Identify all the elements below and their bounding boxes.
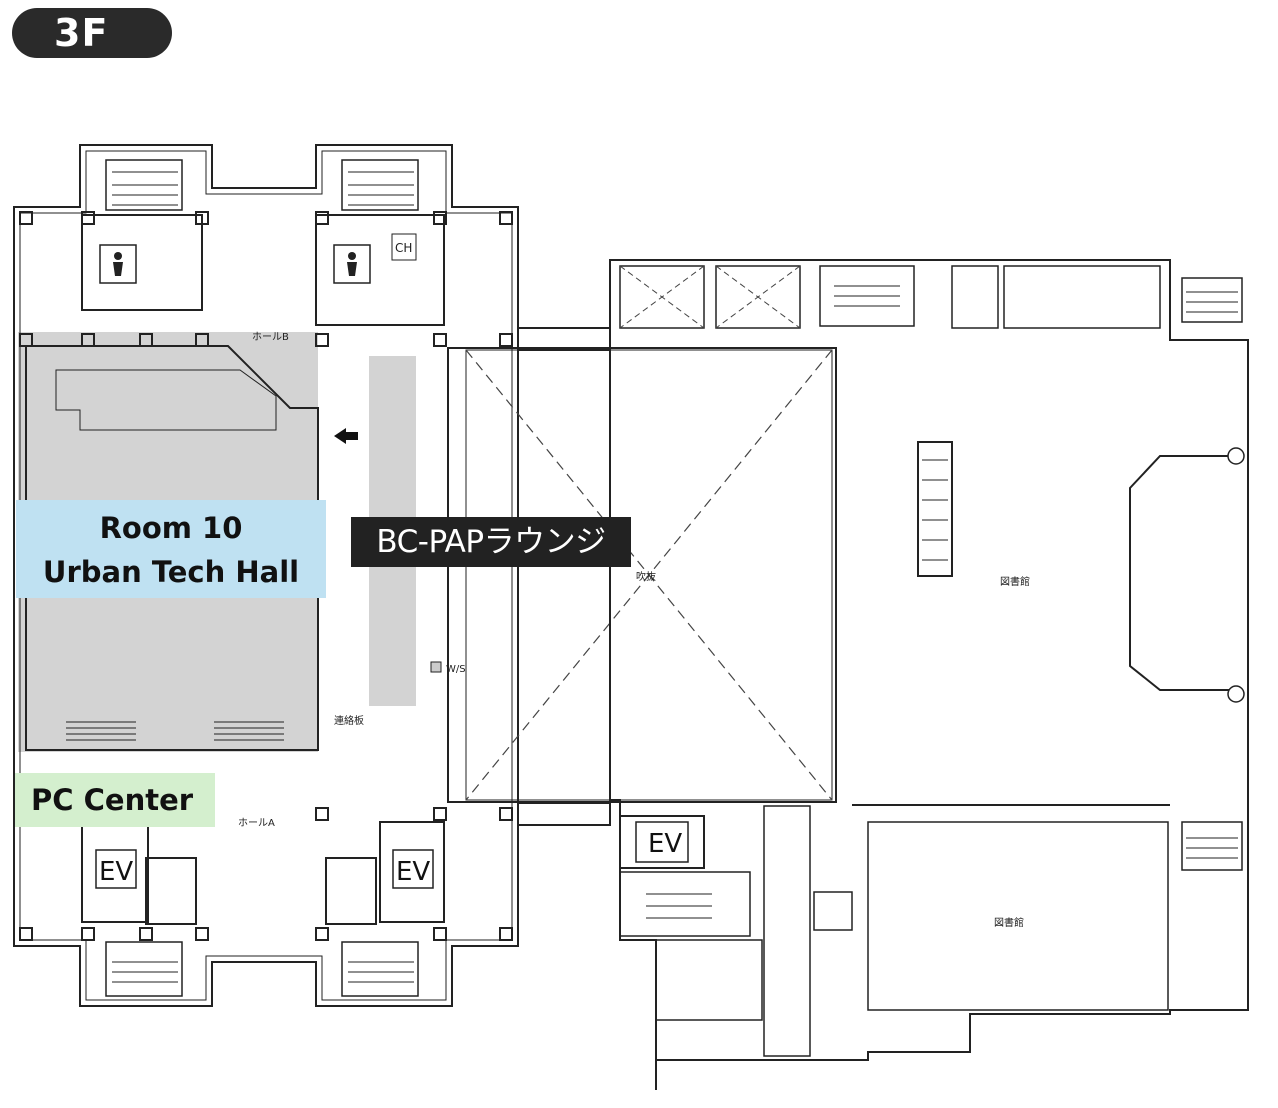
ch-label: CH xyxy=(395,241,412,255)
ws-label: W/S xyxy=(446,664,466,675)
stair-bottom-left xyxy=(105,941,183,997)
stair-right-top xyxy=(819,265,915,327)
connector-bottom xyxy=(517,802,611,826)
lounge-label: BC-PAPラウンジ xyxy=(351,517,631,567)
atrium-diagonal-2 xyxy=(465,349,833,801)
ev-right-building-car xyxy=(635,821,689,863)
toilet-right-icon-box xyxy=(333,244,371,284)
person-icon xyxy=(114,252,122,260)
void-box-1 xyxy=(619,265,705,329)
ev-right-car xyxy=(392,849,434,889)
library-label-upper: 図書館 xyxy=(1000,575,1030,588)
library-bay-wall xyxy=(1129,455,1236,691)
stair-far-right-top xyxy=(1181,277,1243,323)
person-body-icon xyxy=(347,262,357,276)
ch-room xyxy=(391,233,417,261)
stair-far-right-bottom xyxy=(1181,821,1243,871)
stair-top-left xyxy=(105,159,183,211)
right-building-wall xyxy=(609,259,1249,1090)
ws-marker xyxy=(430,661,442,673)
connector-top xyxy=(517,327,611,351)
hall-wall xyxy=(25,345,319,751)
stair-top-right xyxy=(341,159,419,211)
library-inner-stair xyxy=(917,441,953,577)
person-icon xyxy=(348,252,356,260)
atrium-inner xyxy=(465,349,833,801)
ev-right-2 xyxy=(325,857,377,925)
room-10-label: Room 10 Urban Tech Hall xyxy=(16,500,326,598)
library-column-bottom xyxy=(1227,685,1245,703)
stair-right-lower xyxy=(619,871,751,937)
ev-left-car xyxy=(95,849,137,889)
ev-right-label: EV xyxy=(396,857,430,887)
notice-board-label: 連絡板 xyxy=(334,714,364,727)
room-right-top-1 xyxy=(951,265,999,329)
library-lower xyxy=(867,821,1169,1011)
room-right-lower-2 xyxy=(763,805,811,1057)
room-name: Urban Tech Hall xyxy=(42,555,300,589)
ev-left-label: EV xyxy=(99,857,133,887)
atrium-label: 吹抜 xyxy=(636,570,656,583)
hall-a-label: ホールA xyxy=(238,817,275,829)
ev-right-building xyxy=(619,815,705,869)
room-right-lower-3 xyxy=(813,891,853,931)
toilet-left-icon-box xyxy=(99,244,137,284)
hall-b-label: ホールB xyxy=(252,331,289,343)
library-column-top xyxy=(1227,447,1245,465)
ev-right xyxy=(379,821,445,923)
stair-bottom-right xyxy=(341,941,419,997)
ev-mid xyxy=(145,857,197,925)
toilet-right xyxy=(315,214,445,326)
pc-center-label: PC Center xyxy=(15,773,215,827)
left-building-wall xyxy=(13,144,519,1007)
atrium xyxy=(447,347,837,803)
hall-seating-rows xyxy=(66,721,284,741)
library-label-lower: 図書館 xyxy=(994,916,1024,929)
void-box-2 xyxy=(715,265,801,329)
hall-stage xyxy=(55,369,277,431)
room-number: Room 10 xyxy=(99,511,243,545)
floor-badge: 3F xyxy=(12,8,172,58)
room-right-top-2 xyxy=(1003,265,1161,329)
entrance-arrow-icon xyxy=(334,428,358,444)
ev-right-building-label: EV xyxy=(648,829,682,859)
room-right-lower-1 xyxy=(655,939,763,1021)
person-body-icon xyxy=(113,262,123,276)
toilet-left xyxy=(81,214,203,311)
